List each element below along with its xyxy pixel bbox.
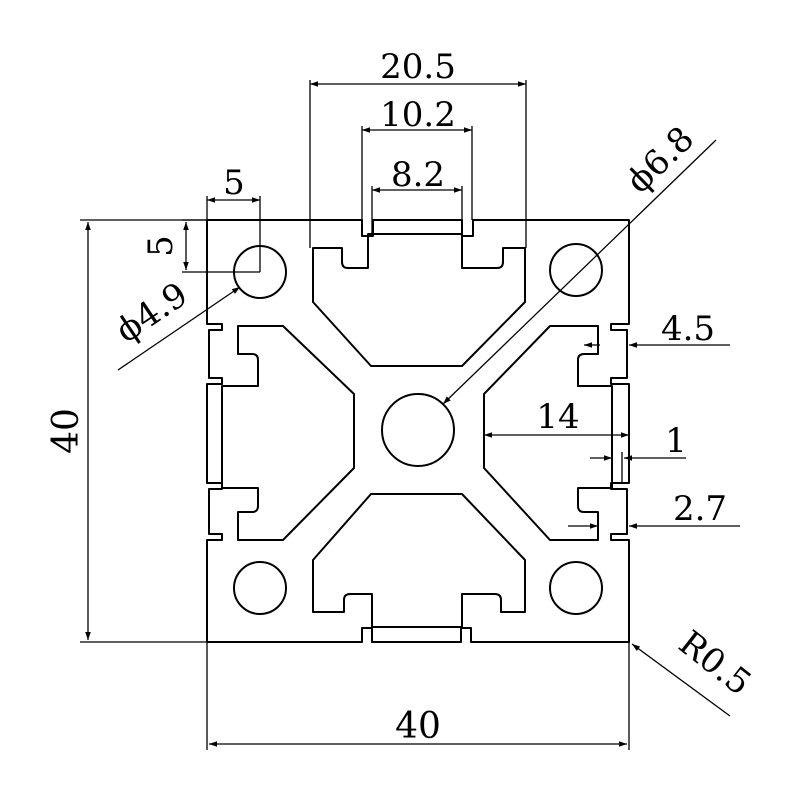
label-40-height: 40 bbox=[46, 408, 87, 454]
label-2-7: 2.7 bbox=[673, 489, 727, 529]
label-r0-5: R0.5 bbox=[671, 623, 758, 704]
right-t-slot bbox=[483, 325, 613, 541]
label-40-width: 40 bbox=[395, 706, 441, 747]
label-1: 1 bbox=[665, 421, 687, 461]
label-5-vertical: 5 bbox=[141, 235, 181, 257]
label-phi-6-8: ϕ6.8 bbox=[619, 119, 702, 201]
dimension-annotations bbox=[80, 80, 740, 750]
leader-line-4-9 bbox=[117, 286, 241, 371]
label-phi-4-9: ϕ4.9 bbox=[109, 275, 195, 351]
label-4-5: 4.5 bbox=[661, 309, 715, 349]
left-t-slot bbox=[221, 325, 355, 541]
top-t-slot bbox=[312, 233, 526, 367]
center-hole bbox=[381, 393, 455, 467]
label-10-2: 10.2 bbox=[380, 95, 456, 135]
leader-line-r0-5 bbox=[631, 643, 731, 717]
leader-line-6-8 bbox=[442, 139, 717, 405]
bottom-t-slot bbox=[312, 493, 526, 628]
label-5-horizontal: 5 bbox=[223, 163, 245, 203]
corner-hole-top-right bbox=[549, 243, 603, 297]
corner-hole-bottom-left bbox=[233, 561, 287, 615]
label-20-5: 20.5 bbox=[380, 47, 456, 87]
label-8-2: 8.2 bbox=[391, 155, 445, 195]
corner-hole-bottom-right bbox=[549, 561, 603, 615]
label-14: 14 bbox=[536, 397, 579, 437]
